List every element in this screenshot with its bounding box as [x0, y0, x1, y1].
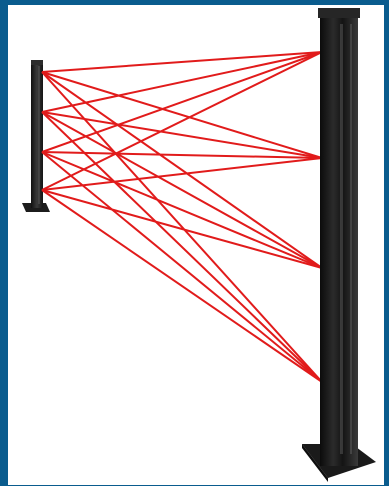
laser-beam	[42, 152, 322, 382]
laser-beams	[42, 52, 322, 382]
right-post-cap	[318, 8, 360, 18]
laser-beam	[42, 190, 322, 268]
laser-beam	[42, 152, 322, 158]
left-post-body	[31, 62, 43, 208]
left-post-cap	[31, 60, 43, 65]
laser-beam	[42, 190, 322, 382]
right-post-body	[320, 14, 358, 466]
right-post	[302, 8, 376, 482]
laser-beam	[42, 72, 322, 158]
laser-beam	[42, 158, 322, 190]
